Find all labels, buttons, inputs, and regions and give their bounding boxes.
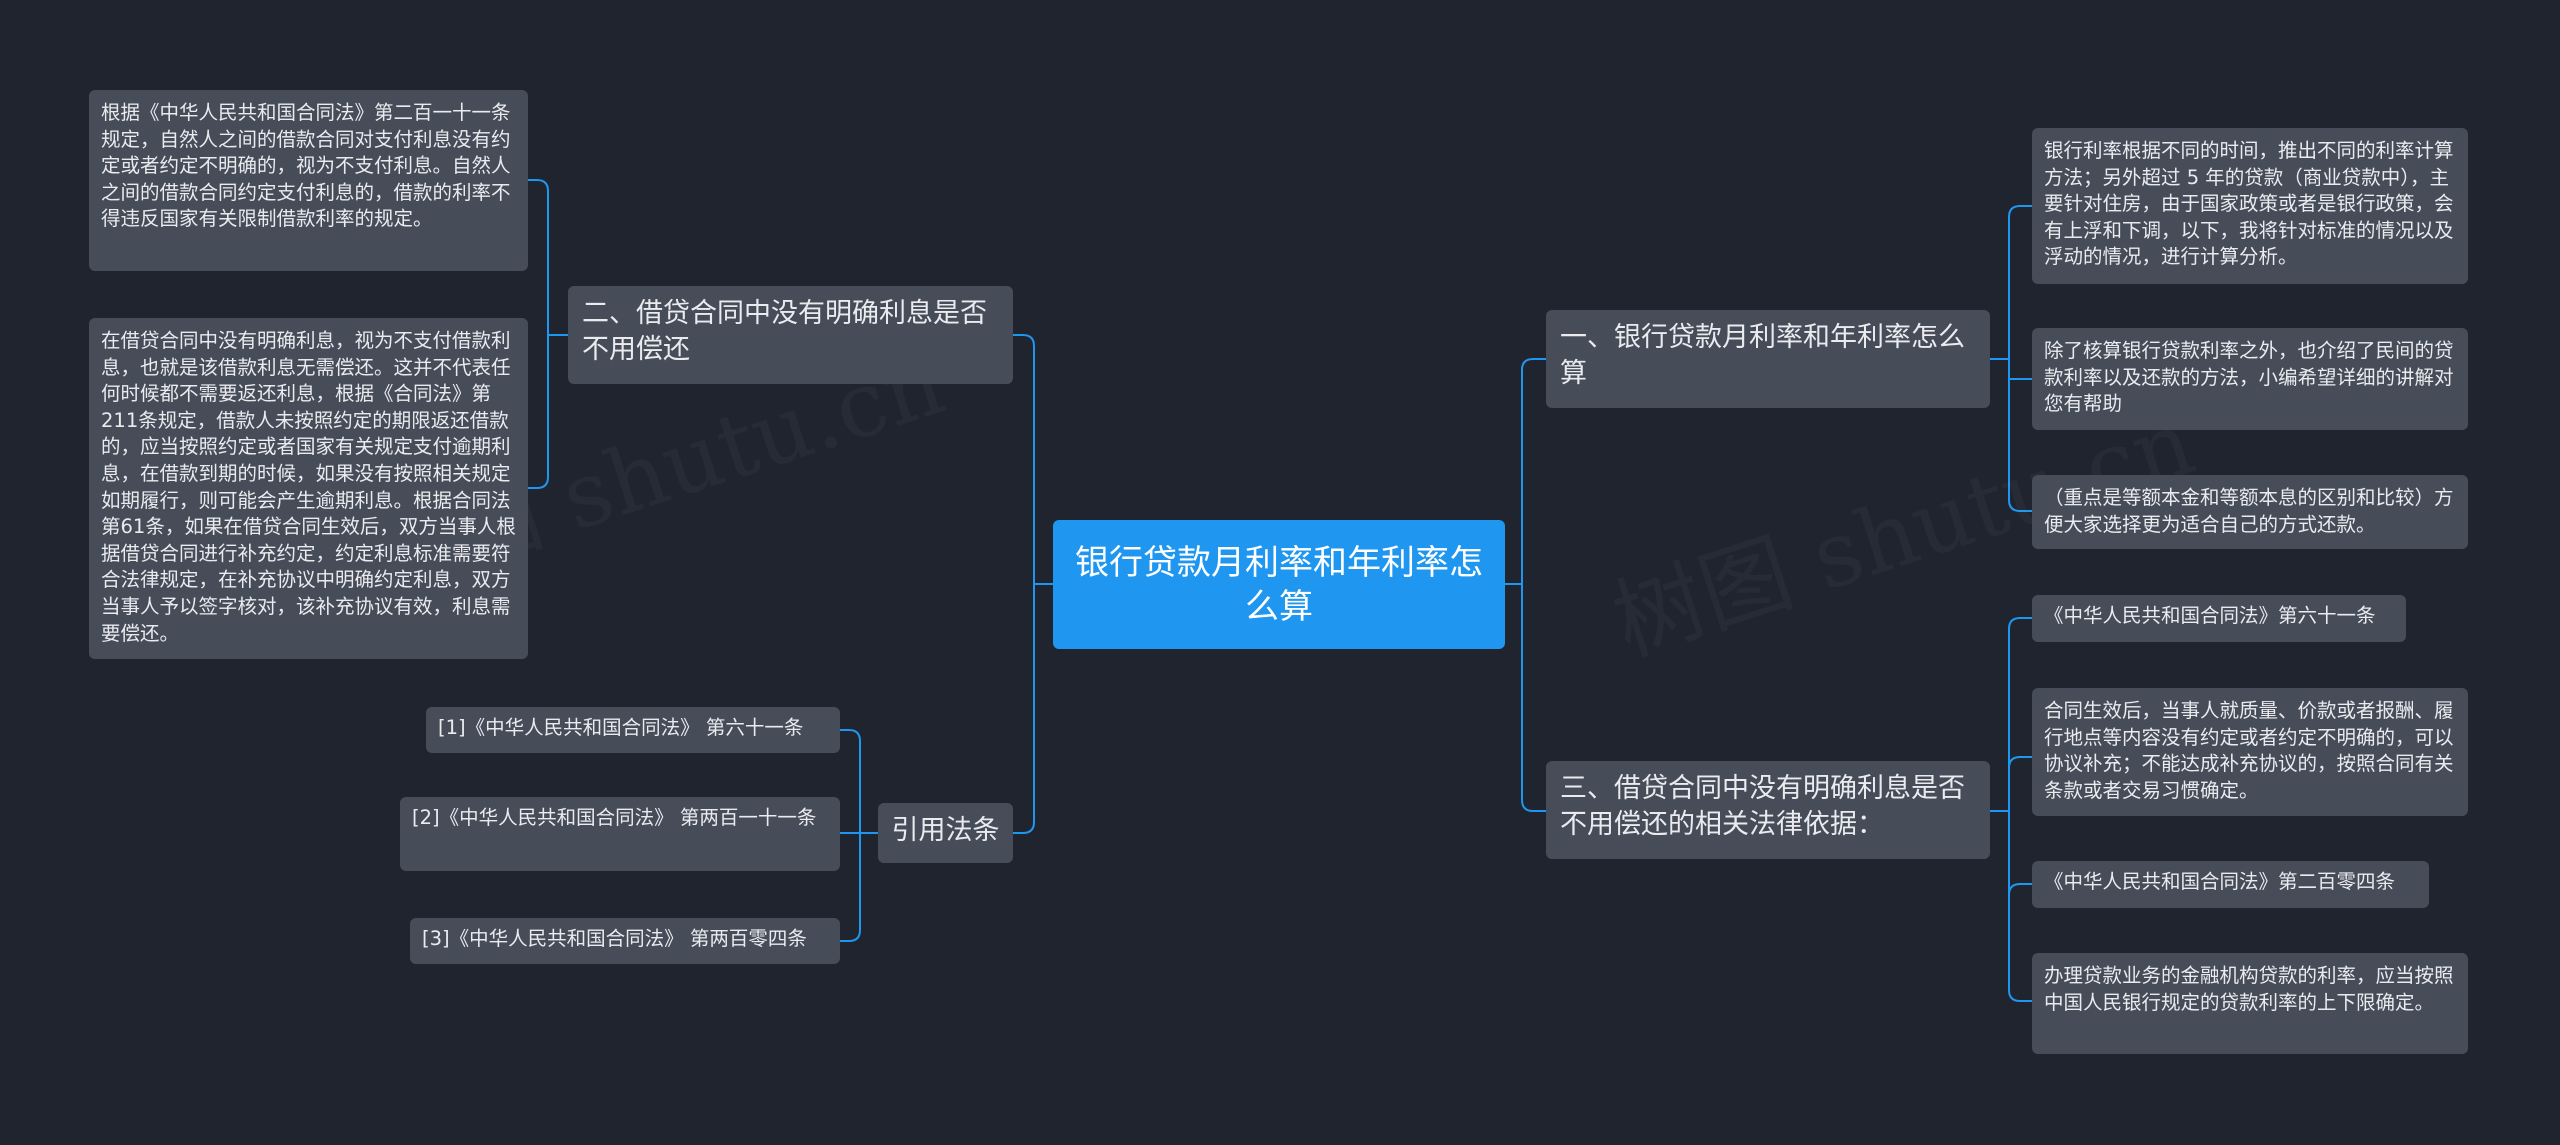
connector-root-b4: [1013, 583, 1053, 834]
connector-b1-leaf3: [1990, 358, 2032, 512]
leaf-text: （重点是等额本金和等额本息的区别和比较）方便大家选择更为适合自己的方式还款。: [2044, 486, 2454, 536]
leaf-node[interactable]: 除了核算银行贷款利率之外，也介绍了民间的贷款利率以及还款的方法，小编希望详细的讲…: [2032, 328, 2468, 430]
branch-title: 引用法条: [891, 815, 1000, 846]
branch-title: 二、借贷合同中没有明确利息是否不用偿还: [582, 298, 987, 365]
connector-b1-leaf1: [1990, 205, 2032, 360]
leaf-node[interactable]: 《中华人民共和国合同法》第二百零四条: [2032, 861, 2429, 908]
leaf-node[interactable]: 合同生效后，当事人就质量、价款或者报酬、履行地点等内容没有约定或者约定不明确的，…: [2032, 688, 2468, 816]
connector-b2-leaf1: [528, 179, 568, 336]
connector-root-b2: [1013, 334, 1053, 585]
leaf-text: 除了核算银行贷款利率之外，也介绍了民间的贷款利率以及还款的方法，小编希望详细的讲…: [2044, 339, 2454, 416]
leaf-text: [3]《中华人民共和国合同法》 第两百零四条: [422, 927, 807, 950]
connector-root-b3: [1505, 583, 1546, 812]
connector-root-b1: [1505, 358, 1546, 585]
leaf-text: 银行利率根据不同的时间，推出不同的利率计算方法；另外超过 5 年的贷款（商业贷款…: [2044, 139, 2454, 269]
leaf-text: 在借贷合同中没有明确利息，视为不支付借款利息，也就是该借款利息无需偿还。这并不代…: [101, 329, 516, 645]
leaf-text: 《中华人民共和国合同法》第二百零四条: [2044, 870, 2396, 893]
leaf-node[interactable]: 根据《中华人民共和国合同法》第二百一十一条规定，自然人之间的借款合同对支付利息没…: [89, 90, 528, 271]
connector-b3-leaf1: [1990, 617, 2032, 812]
root-title: 银行贷款月利率和年利率怎么算: [1075, 542, 1483, 627]
leaf-node[interactable]: （重点是等额本金和等额本息的区别和比较）方便大家选择更为适合自己的方式还款。: [2032, 475, 2468, 549]
leaf-text: [1]《中华人民共和国合同法》 第六十一条: [438, 716, 804, 739]
leaf-node[interactable]: 在借贷合同中没有明确利息，视为不支付借款利息，也就是该借款利息无需偿还。这并不代…: [89, 318, 528, 659]
leaf-text: 《中华人民共和国合同法》第六十一条: [2044, 604, 2376, 627]
leaf-node[interactable]: 《中华人民共和国合同法》第六十一条: [2032, 595, 2406, 642]
branch-title: 一、银行贷款月利率和年利率怎么算: [1560, 322, 1965, 389]
leaf-text: 办理贷款业务的金融机构贷款的利率，应当按照中国人民银行规定的贷款利率的上下限确定…: [2044, 964, 2454, 1014]
connector-b3-leaf3: [1990, 810, 2032, 896]
connector-b4-leaf1: [840, 729, 878, 834]
connector-b3-leaf2: [1990, 756, 2032, 812]
leaf-node[interactable]: [2]《中华人民共和国合同法》 第两百一十一条: [400, 797, 840, 871]
connector-b4-leaf3: [840, 832, 878, 942]
leaf-node[interactable]: [3]《中华人民共和国合同法》 第两百零四条: [410, 918, 840, 964]
branch-title: 三、借贷合同中没有明确利息是否不用偿还的相关法律依据：: [1560, 773, 1965, 840]
leaf-node[interactable]: 办理贷款业务的金融机构贷款的利率，应当按照中国人民银行规定的贷款利率的上下限确定…: [2032, 953, 2468, 1054]
connector-b3-leaf4: [1990, 810, 2032, 1002]
root-node[interactable]: 银行贷款月利率和年利率怎么算: [1053, 520, 1505, 649]
connector-b1-leaf2: [1990, 358, 2032, 381]
connector-b2-leaf2: [528, 334, 568, 489]
leaf-text: [2]《中华人民共和国合同法》 第两百一十一条: [412, 806, 817, 829]
branch-node-cited-laws[interactable]: 引用法条: [878, 803, 1013, 863]
leaf-text: 合同生效后，当事人就质量、价款或者报酬、履行地点等内容没有约定或者约定不明确的，…: [2044, 699, 2454, 802]
leaf-node[interactable]: [1]《中华人民共和国合同法》 第六十一条: [426, 707, 840, 753]
branch-node-3[interactable]: 三、借贷合同中没有明确利息是否不用偿还的相关法律依据：: [1546, 761, 1990, 859]
branch-node-2[interactable]: 二、借贷合同中没有明确利息是否不用偿还: [568, 286, 1013, 384]
branch-node-1[interactable]: 一、银行贷款月利率和年利率怎么算: [1546, 310, 1990, 408]
leaf-text: 根据《中华人民共和国合同法》第二百一十一条规定，自然人之间的借款合同对支付利息没…: [101, 101, 511, 231]
leaf-node[interactable]: 银行利率根据不同的时间，推出不同的利率计算方法；另外超过 5 年的贷款（商业贷款…: [2032, 128, 2468, 284]
